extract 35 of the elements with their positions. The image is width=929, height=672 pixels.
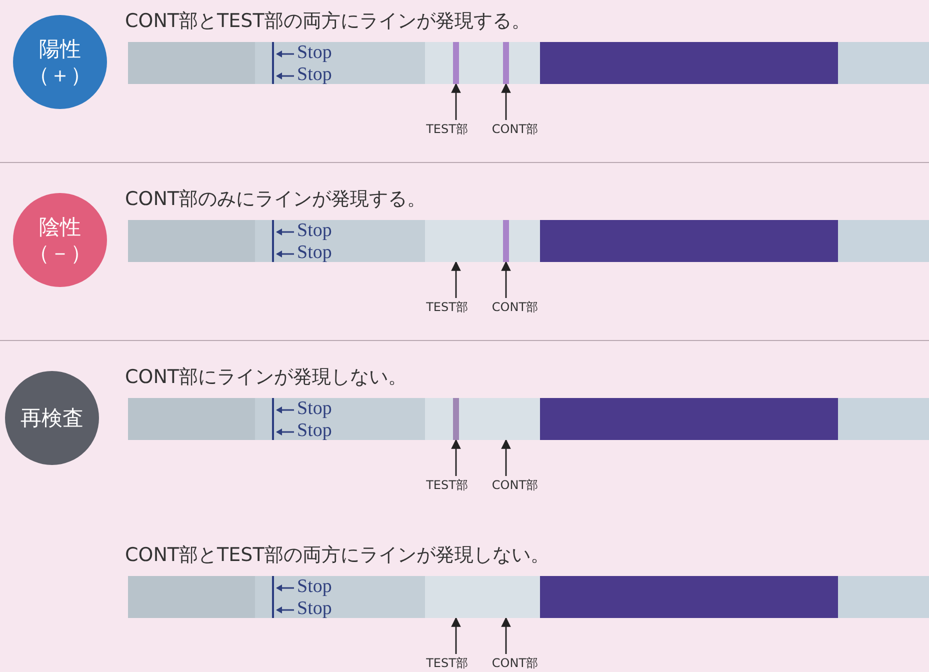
result-description: CONT部とTEST部の両方にラインが発現しない。	[125, 543, 550, 568]
part-label: TEST部	[417, 299, 477, 316]
part-label: CONT部	[485, 299, 545, 316]
stop-label: Stop	[297, 577, 332, 597]
leader-line	[451, 439, 461, 476]
result-description: CONT部とTEST部の両方にラインが発現する。	[125, 9, 530, 34]
part-label: CONT部	[485, 477, 545, 494]
test-strip-drawing	[128, 398, 929, 440]
leader-line	[501, 83, 511, 120]
leader-line	[501, 261, 511, 298]
stop-label: Stop	[297, 599, 332, 619]
leader-line	[451, 83, 461, 120]
result-description: CONT部にラインが発現しない。	[125, 365, 408, 390]
test-strip-drawing	[128, 576, 929, 618]
stop-label: Stop	[297, 221, 332, 241]
result-badge: 陽性（＋）	[13, 15, 107, 109]
result-description: CONT部のみにラインが発現する。	[125, 187, 426, 212]
stop-label: Stop	[297, 421, 332, 441]
leader-line	[501, 439, 511, 476]
part-label: TEST部	[417, 121, 477, 138]
part-label: CONT部	[485, 655, 545, 672]
part-label: TEST部	[417, 477, 477, 494]
stop-label: Stop	[297, 399, 332, 419]
leader-line	[501, 617, 511, 654]
part-label: TEST部	[417, 655, 477, 672]
result-badge: 陰性（－）	[13, 193, 107, 287]
leader-line	[451, 617, 461, 654]
test-strip-drawing	[128, 220, 929, 262]
stop-label: Stop	[297, 243, 332, 263]
leader-line	[451, 261, 461, 298]
result-badge: 再検査	[5, 371, 99, 465]
stop-label: Stop	[297, 43, 332, 63]
stop-label: Stop	[297, 65, 332, 85]
part-label: CONT部	[485, 121, 545, 138]
test-strip-drawing	[128, 42, 929, 84]
